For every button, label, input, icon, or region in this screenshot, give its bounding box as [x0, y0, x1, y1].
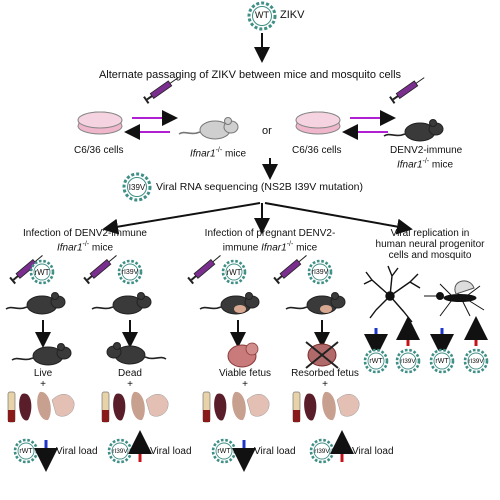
tissue-samples-icon — [101, 391, 169, 423]
tissue-samples-icon — [202, 391, 270, 423]
dark-mouse-icon — [91, 291, 152, 315]
passage-title: Alternate passaging of ZIKV between mice… — [98, 69, 402, 81]
neuron-icon — [363, 265, 421, 323]
syringe-icon — [272, 251, 310, 285]
sequencing-text: Viral RNA sequencing (NS2B I39V mutation… — [156, 181, 363, 193]
syringe-icon — [82, 251, 120, 285]
tissue-samples-icon — [7, 391, 75, 423]
outcome-resorbed-fetus: Resorbed fetus — [291, 368, 359, 379]
mice-suffix: mice — [429, 159, 454, 171]
plus-sign: + — [322, 379, 328, 390]
viral-load-label: Viral load — [254, 446, 296, 457]
or-label: or — [262, 125, 272, 137]
branch-left-line1: Infection of DENV2-immune — [23, 228, 147, 239]
rwt-label: rWT — [226, 268, 242, 277]
dead-mouse-icon — [106, 341, 167, 365]
resorbed-fetus-icon — [305, 341, 339, 369]
plus-sign: + — [40, 379, 46, 390]
viral-load-label: Viral load — [56, 446, 98, 457]
ri39v-label: rI39V — [314, 448, 330, 455]
branch-right-line1: Viral replication in — [390, 228, 470, 239]
outcome-dead: Dead — [118, 368, 142, 379]
left-mice-label: Ifnar1-/- mice — [190, 145, 246, 159]
ri39v-label: rI39V — [121, 269, 139, 276]
immune-label: immune — [222, 242, 262, 254]
right-mice-label-2: Ifnar1-/- mice — [390, 156, 460, 170]
rwt-label: rWT — [217, 448, 231, 455]
ri39v-label: rI39V — [112, 448, 128, 455]
ifnar-sup: -/- — [286, 241, 294, 248]
rwt-label: rWT — [19, 448, 33, 455]
plus-sign: + — [242, 379, 248, 390]
ifnar-label: Ifnar1 — [396, 159, 423, 171]
viral-load-label: Viral load — [150, 446, 192, 457]
ifnar-sup: -/- — [422, 158, 430, 165]
right-mice-label-1: DENV2-immune — [390, 145, 463, 156]
mosquito-icon — [424, 280, 485, 317]
viral-load-label: Viral load — [352, 446, 394, 457]
rwt-label: rWT — [34, 268, 50, 277]
zikv-label: ZIKV — [280, 9, 305, 21]
dark-mouse-icon — [5, 291, 66, 315]
ri39v-label: rI39V — [311, 269, 329, 276]
ifnar-label: Ifnar1 — [56, 242, 83, 254]
dark-mouse-icon — [383, 118, 444, 142]
ri39v-label: rI39V — [468, 358, 484, 365]
petri-dish-icon — [77, 111, 123, 135]
branch-middle-line2: immune Ifnar1-/- mice — [190, 239, 350, 253]
petri-dish-icon — [295, 111, 341, 135]
outcome-viable-fetus: Viable fetus — [218, 368, 272, 379]
pregnant-mouse-icon — [285, 291, 346, 315]
viable-fetus-icon — [227, 342, 259, 368]
rwt-label: rWT — [435, 358, 449, 365]
ifnar-label: Ifnar1 — [190, 148, 216, 160]
mice-suffix: mice — [222, 148, 247, 160]
mice-suffix: mice — [293, 242, 318, 254]
ri39v-label: rI39V — [400, 358, 416, 365]
branch-right-line2: human neural progenitor — [375, 239, 485, 250]
ifnar-label: Ifnar1 — [261, 242, 287, 254]
syringe-icon — [186, 251, 224, 285]
ifnar-sup: -/- — [215, 147, 223, 154]
wt-virus-label: WT — [255, 10, 269, 20]
branch-left-line2: Ifnar1-/- mice — [10, 239, 160, 253]
branch-right-line3: cells and mosquito — [388, 250, 472, 261]
right-cells-label: C6/36 cells — [292, 145, 342, 156]
mice-suffix: mice — [89, 242, 114, 254]
outcome-live: Live — [33, 368, 53, 379]
left-cells-label: C6/36 cells — [74, 145, 124, 156]
ifnar-sup: -/- — [82, 241, 90, 248]
i39v-virus-label: I39V — [128, 183, 146, 192]
plus-sign: + — [127, 379, 133, 390]
rwt-label: rWT — [369, 358, 383, 365]
white-mouse-icon — [178, 116, 239, 140]
pregnant-mouse-icon — [199, 291, 260, 315]
branch-middle-line1: Infection of pregnant DENV2- — [204, 228, 336, 239]
live-mouse-icon — [11, 342, 72, 366]
tissue-samples-icon — [292, 391, 360, 423]
